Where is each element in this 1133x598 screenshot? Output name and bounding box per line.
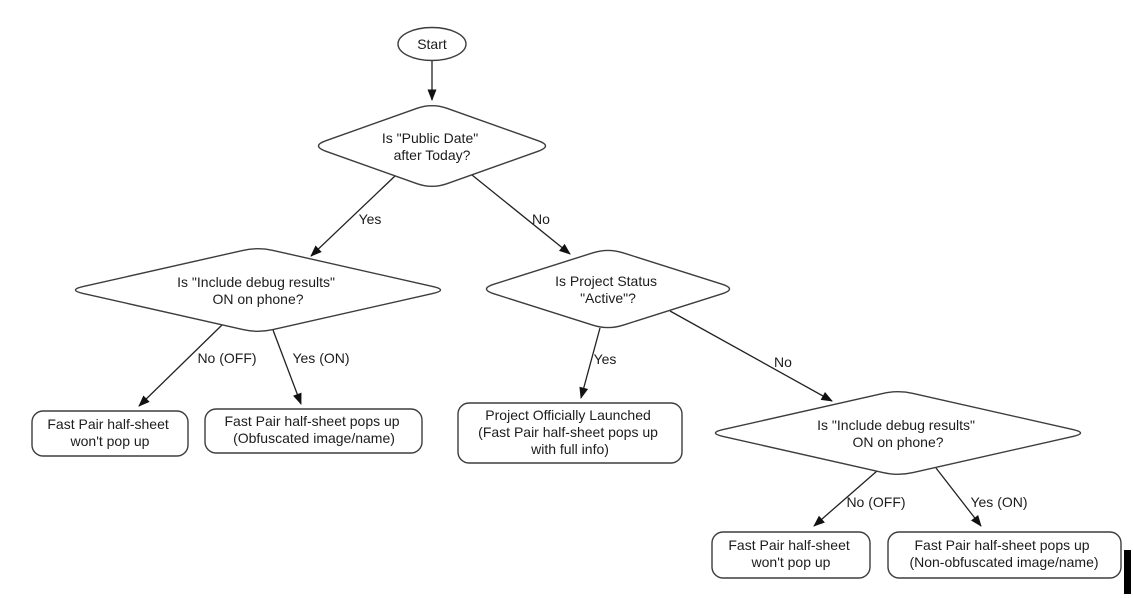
- decision-label: Is "Public Date" after Today?: [382, 130, 482, 163]
- terminal-box: [31, 410, 189, 457]
- edge-label-yes: Yes: [359, 211, 382, 227]
- edge-line: [310, 175, 396, 257]
- edge-project-status-no: No: [669, 310, 833, 402]
- edge-line: [138, 324, 223, 407]
- edge-label-no: No: [532, 211, 550, 227]
- edge-debug-left-no-off: No (OFF): [138, 324, 257, 407]
- edge-debug-right-no-off: No (OFF): [813, 470, 906, 527]
- terminal-label: Fast Pair half-sheet pops up (Non-obfusc…: [909, 537, 1098, 570]
- edge-line: [813, 470, 878, 527]
- node-obfuscated-popup: Fast Pair half-sheet pops up (Obfuscated…: [204, 408, 423, 454]
- edge-label-no-off: No (OFF): [846, 494, 905, 510]
- terminal-box: [887, 531, 1122, 579]
- terminal-box: [204, 408, 423, 454]
- edge-debug-right-yes-on: Yes (ON): [935, 467, 1028, 527]
- edge-debug-left-yes-on: Yes (ON): [272, 329, 350, 405]
- edge-line: [579, 327, 601, 399]
- terminal-label: Project Officially Launched (Fast Pair h…: [478, 407, 662, 457]
- decision-label: Is "Include debug results" ON on phone?: [177, 274, 339, 307]
- node-non-obfuscated-popup: Fast Pair half-sheet pops up (Non-obfusc…: [887, 531, 1122, 579]
- terminal-box: [457, 402, 683, 464]
- edge-public-date-yes: Yes: [310, 175, 396, 257]
- terminal-box: [711, 531, 871, 579]
- node-project-status-decision: Is Project Status "Active"?: [485, 249, 731, 329]
- decision-diamond: [485, 249, 731, 329]
- node-public-date-decision: Is "Public Date" after Today?: [317, 104, 547, 188]
- edge-label-yes-on: Yes (ON): [292, 350, 349, 366]
- edge-label-no: No: [774, 354, 792, 370]
- node-project-launched: Project Officially Launched (Fast Pair h…: [457, 402, 683, 464]
- edge-public-date-no: No: [471, 174, 571, 255]
- node-no-popup-left: Fast Pair half-sheet won't pop up: [31, 410, 189, 457]
- start-label: Start: [417, 36, 447, 52]
- edge-line: [935, 467, 982, 527]
- edge-project-status-yes: Yes: [579, 327, 617, 399]
- decision-label: Is "Include debug results" ON on phone?: [817, 417, 979, 450]
- edge-label-no-off: No (OFF): [197, 350, 256, 366]
- node-start: Start: [397, 26, 467, 62]
- edge-label-yes-on: Yes (ON): [970, 494, 1027, 510]
- edge-label-yes: Yes: [594, 351, 617, 367]
- decision-diamond: [74, 248, 442, 332]
- node-debug-right-decision: Is "Include debug results" ON on phone?: [714, 391, 1082, 475]
- terminal-label: Fast Pair half-sheet pops up (Obfuscated…: [225, 413, 404, 446]
- decision-diamond: [714, 391, 1082, 475]
- decision-diamond: [317, 104, 547, 188]
- node-debug-left-decision: Is "Include debug results" ON on phone?: [74, 248, 442, 332]
- edge-line: [471, 174, 571, 255]
- edge-line: [272, 329, 302, 405]
- text-cursor-bar: [1124, 550, 1131, 594]
- node-no-popup-right: Fast Pair half-sheet won't pop up: [711, 531, 871, 579]
- terminal-label: Fast Pair half-sheet won't pop up: [47, 416, 172, 449]
- decision-label: Is Project Status "Active"?: [555, 273, 661, 306]
- edge-line: [669, 310, 833, 402]
- start-shape: [397, 26, 467, 62]
- terminal-label: Fast Pair half-sheet won't pop up: [728, 537, 853, 570]
